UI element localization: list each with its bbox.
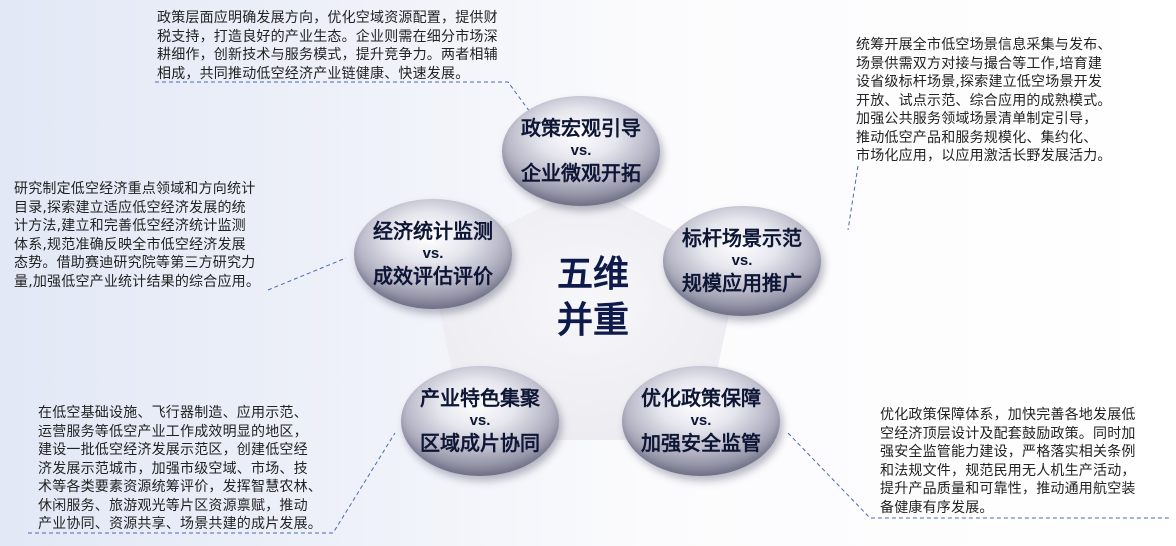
node-benchmark-scale: 标杆场景示范 vs. 规模应用推广: [663, 206, 821, 316]
paragraph-line: 市场化应用，以应用激活长野发展活力。: [856, 148, 1112, 164]
node-statistics-evaluation: 经济统计监测 vs. 成效评估评价: [354, 199, 512, 309]
paragraph-bottom-left: 在低空基础设施、飞行器制造、应用示范、 运营服务等低空产业工作成效明显的地区， …: [38, 404, 338, 534]
paragraph-line: 目录,探索建立适应低空经济发展的统: [14, 199, 246, 216]
connector-bottom-right: [787, 432, 1170, 519]
paragraph-line: 在低空基础设施、飞行器制造、应用示范、: [38, 405, 308, 421]
paragraph-line: 术等各类要素资源统筹评价，发挥智慧农林、: [38, 479, 322, 495]
node-title: 标杆场景示范: [682, 226, 802, 250]
node-vs: vs.: [731, 252, 753, 269]
paragraph-line: 空经济顶层设计及配套鼓励政策。同时加: [880, 425, 1136, 442]
paragraph-line: 政策层面应明确发展方向，优化空域资源配置，提供财: [157, 10, 498, 26]
paragraph-line: 和法规文件，规范民用无人机生产活动，: [880, 462, 1136, 479]
paragraph-line: 计方法,建立和完善低空经济统计监测: [14, 218, 246, 234]
paragraph-line: 开放、试点示范、综合应用的成熟模式。: [856, 92, 1112, 109]
paragraph-line: 研究制定低空经济重点领域和方向统计: [14, 181, 256, 197]
node-title: 经济统计监测: [373, 219, 493, 243]
paragraph-line: 休闲服务、旅游观光等片区资源禀赋，推动: [38, 497, 308, 514]
node-vs: vs.: [422, 245, 444, 262]
paragraph-top: 政策层面应明确发展方向，优化空域资源配置，提供财 税支持，打造良好的产业生态。企…: [157, 9, 527, 83]
node-vs: vs.: [690, 412, 712, 429]
paragraph-line: 产业协同、资源共享、场景共建的成片发展。: [38, 516, 322, 532]
paragraph-line: 推动低空产品和服务规模化、集约化、: [856, 129, 1098, 146]
paragraph-line: 税支持，打造良好的产业生态。企业则需在细分市场深: [157, 28, 498, 45]
paragraph-line: 运营服务等低空产业工作成效明显的地区，: [38, 423, 308, 440]
paragraph-line: 相成，共同推动低空经济产业链健康、快速发展。: [157, 65, 470, 82]
center-title: 五维 并重: [533, 252, 653, 344]
node-title: 政策宏观引导: [521, 116, 641, 140]
paragraph-line: 提升产品质量和可靠性，推动通用航空装: [880, 481, 1136, 497]
paragraph-line: 场景供需双方对接与撮合等工作,培育建: [856, 55, 1103, 72]
paragraph-line: 强安全监管能力建设，严格落实相关条例: [880, 444, 1136, 460]
paragraph-left: 研究制定低空经济重点领域和方向统计 目录,探索建立适应低空经济发展的统 计方法,…: [14, 180, 276, 291]
node-title: 优化政策保障: [641, 386, 761, 410]
paragraph-line: 耕细作，创新技术与服务模式，提升竞争力。两者相辅: [157, 47, 498, 63]
paragraph-line: 加强公共服务领域场景清单制定引导，: [856, 111, 1098, 127]
paragraph-line: 统筹开展全市低空场景信息采集与发布、: [856, 37, 1112, 53]
paragraph-line: 量,加强低空产业统计结果的综合应用。: [14, 273, 261, 290]
paragraph-line: 设省级标杆场景,探索建立低空场景开发: [856, 74, 1103, 90]
node-subtitle: 企业微观开拓: [521, 161, 641, 185]
node-vs: vs.: [570, 142, 592, 159]
paragraph-line: 优化政策保障体系，加快完善各地发展低: [880, 407, 1136, 423]
node-policy-enterprise: 政策宏观引导 vs. 企业微观开拓: [502, 96, 660, 206]
node-vs: vs.: [469, 412, 491, 429]
node-industry-region: 产业特色集聚 vs. 区域成片协同: [401, 366, 559, 476]
paragraph-line: 体系,规范准确反映全市低空经济发展: [14, 236, 246, 253]
connector-top: [155, 81, 531, 113]
paragraph-bottom-right: 优化政策保障体系，加快完善各地发展低 空经济顶层设计及配套鼓励政策。同时加 强安…: [880, 406, 1170, 517]
paragraph-top-right: 统筹开展全市低空场景信息采集与发布、 场景供需双方对接与撮合等工作,培育建 设省…: [856, 36, 1171, 166]
connector-bottom-left: [28, 432, 396, 534]
connector-top-right: [847, 165, 859, 231]
paragraph-line: 建设一批低空经济发展示范区，创建低空经: [38, 442, 308, 458]
node-title: 产业特色集聚: [420, 386, 540, 410]
center-title-line: 并重: [556, 300, 629, 341]
paragraph-line: 态势。借助赛迪研究院等第三方研究力: [14, 255, 256, 271]
node-subtitle: 规模应用推广: [682, 271, 802, 295]
connector-left: [267, 257, 347, 291]
node-subtitle: 成效评估评价: [373, 264, 493, 288]
paragraph-line: 济发展示范城市，加强市级空域、市场、技: [38, 460, 308, 477]
node-subtitle: 加强安全监管: [641, 431, 761, 455]
center-title-line: 五维: [556, 254, 629, 295]
paragraph-line: 备健康有序发展。: [880, 499, 994, 516]
node-policy-safety: 优化政策保障 vs. 加强安全监管: [622, 366, 780, 476]
node-subtitle: 区域成片协同: [420, 431, 540, 455]
